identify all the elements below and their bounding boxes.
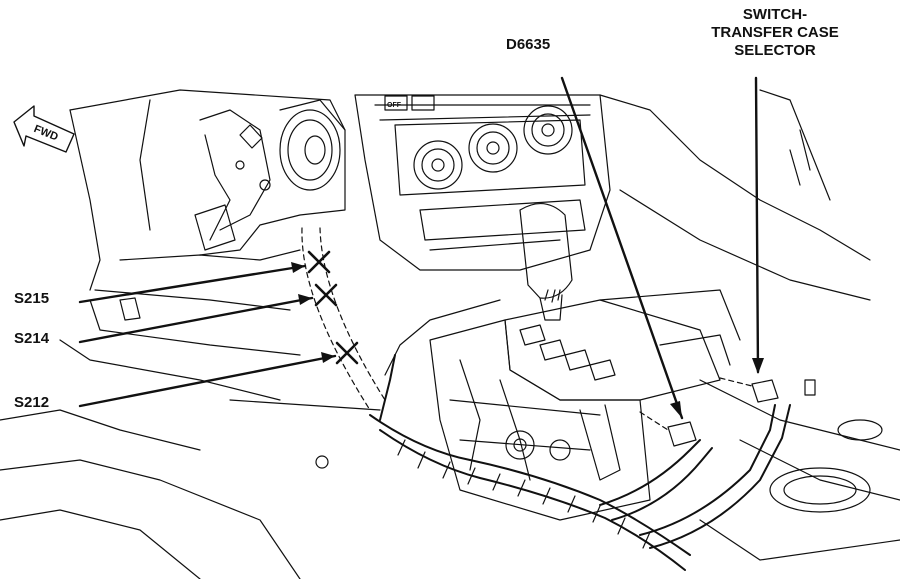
callout-switch-line3: SELECTOR (734, 42, 816, 59)
steering-column-wiring (194, 109, 271, 251)
splice-s215-mark (307, 250, 331, 274)
bezel-off-button-label: OFF (387, 102, 402, 109)
splice-s212-mark (335, 341, 359, 365)
splice-s214-mark (314, 283, 338, 307)
shifter-console (504, 289, 741, 401)
d6635-connector (667, 421, 697, 447)
callout-switch-line2: TRANSFER CASE (711, 24, 839, 41)
gear-shifter (519, 203, 573, 321)
fwd-arrow-icon: FWD (13, 105, 75, 153)
leader-lines (78, 76, 760, 420)
splice-marks (307, 250, 359, 365)
floor-outline (315, 89, 900, 561)
callout-switch-line1: SWITCH- (742, 6, 808, 23)
wrap-bands (397, 439, 651, 549)
hvac-knobs (413, 105, 573, 190)
callout-s215: S215 (14, 290, 50, 307)
leader-arrowheads (291, 262, 764, 418)
callout-s214: S214 (14, 330, 50, 347)
callout-s212: S212 (14, 394, 50, 411)
center-stack (354, 94, 611, 271)
callout-transfer-case-switch: SWITCH- TRANSFER CASE SELECTOR (700, 6, 850, 60)
wire-harness (369, 354, 791, 571)
dashboard-outline (0, 89, 381, 580)
ignition-switch (279, 99, 346, 191)
shifter-mechanism (384, 299, 651, 521)
transfer-case-switch-connector (751, 379, 779, 403)
callout-d6635: D6635 (506, 36, 551, 53)
dashed-guides (301, 227, 753, 431)
